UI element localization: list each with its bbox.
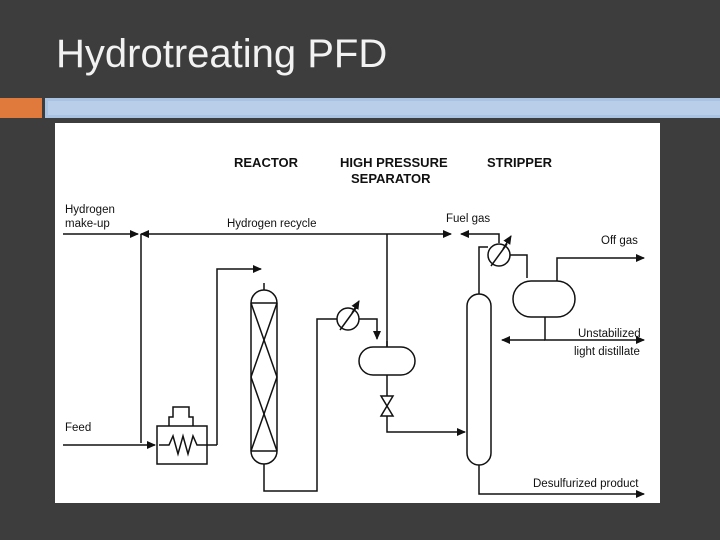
reactor-effluent-line [263,318,337,492]
heater-stack [168,406,194,426]
unstabilized-label-line2: light distillate [574,346,640,358]
cooler-to-separator-line [359,318,381,340]
hydrogen-makeup-label-line1: Hydrogen [65,204,115,216]
desulfurized-product-line [478,465,645,498]
hp-separator-header-line1: HIGH PRESSURE [340,155,448,170]
unstabilized-label-line1: Unstabilized [578,328,641,340]
separator-to-stripper-line [386,416,466,436]
reactor-feed-line [216,265,262,445]
pfd-svg: REACTOR HIGH PRESSURE SEPARATOR STRIPPER… [63,155,645,498]
stripper-overhead-line [478,246,488,294]
feed-label: Feed [65,422,91,434]
pfd-diagram: REACTOR HIGH PRESSURE SEPARATOR STRIPPER… [55,123,660,503]
accent-square [0,98,42,118]
slide-title: Hydrotreating PFD [56,32,388,76]
hydrogen-makeup-label-line2: make-up [65,218,110,230]
accent-bar-highlight [48,101,720,115]
reflux-drum [512,280,576,318]
fuel-gas-label: Fuel gas [446,213,490,225]
hp-separator-header-line2: SEPARATOR [351,171,431,186]
desulfurized-product-label: Desulfurized product [533,478,639,490]
off-gas-label: Off gas [601,235,638,247]
fuel-gas-line [460,230,500,243]
hp-separator-vessel [358,346,416,376]
stripper-header: STRIPPER [487,155,553,170]
letdown-valve [379,395,395,417]
condenser-to-drum-line [510,254,528,278]
reactor-header: REACTOR [234,155,299,170]
hydrogen-recycle-label: Hydrogen recycle [227,218,316,230]
heater-coil [159,433,207,457]
stripper-column [466,293,492,466]
off-gas-line [556,254,645,281]
